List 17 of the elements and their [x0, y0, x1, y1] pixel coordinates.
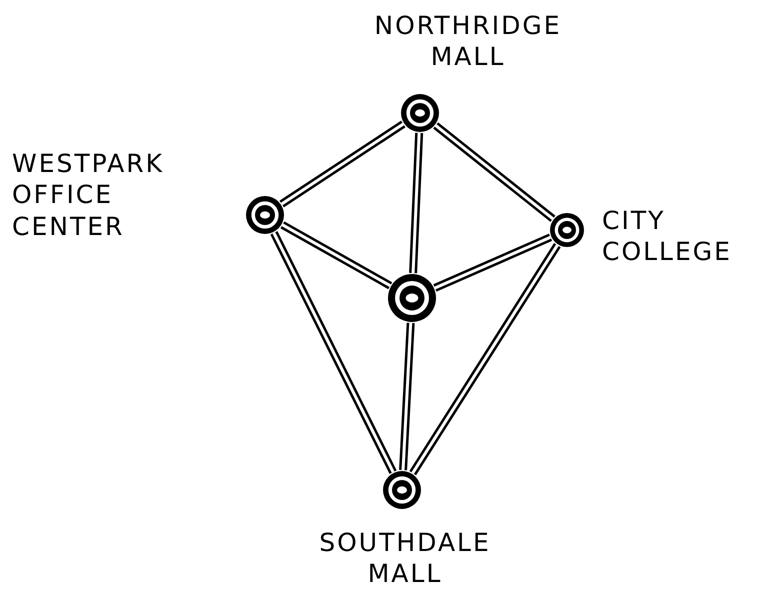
road-line [409, 243, 561, 476]
road-line [270, 231, 397, 474]
road-line [433, 234, 552, 292]
road-line [280, 221, 392, 290]
stop-marker [382, 470, 422, 510]
place-label: WESTPARK OFFICE CENTER [12, 148, 164, 242]
stop-marker [400, 93, 440, 133]
place-label: CITY COLLEGE [602, 205, 732, 268]
place-label: NORTHRIDGE MALL [374, 10, 562, 72]
road-line [399, 322, 415, 470]
road-line [280, 120, 406, 208]
road-line [433, 122, 556, 222]
stop-marker [245, 195, 285, 235]
stop-marker [549, 212, 585, 248]
stop-marker [387, 273, 437, 323]
place-label: SOUTHDALE MALL [319, 527, 491, 590]
road-line [409, 132, 424, 274]
